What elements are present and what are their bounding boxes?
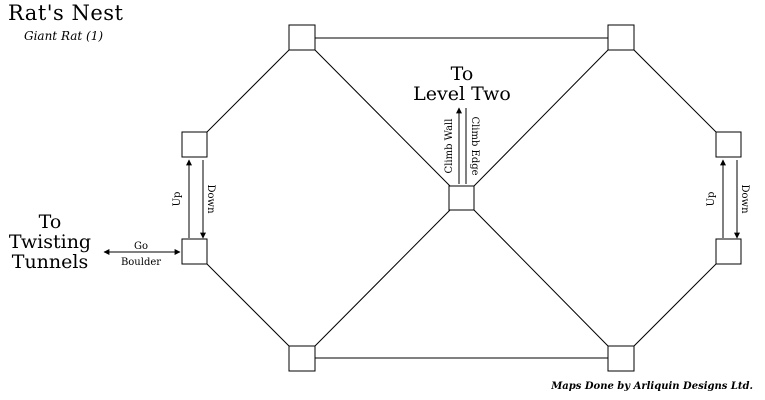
dest-up-line1: To (450, 63, 474, 85)
credit-text: Maps Done by Arliquin Designs Ltd. (551, 381, 753, 392)
label-go: Go (134, 241, 148, 252)
room-right-upper[interactable] (715, 131, 742, 158)
map-title: Rat's Nest (8, 1, 124, 25)
room-left-upper[interactable] (181, 131, 208, 158)
label-up-right: Up (706, 192, 717, 207)
label-climb-edge: Climb Edge (469, 116, 480, 175)
room-bottom-right[interactable] (607, 345, 635, 372)
dest-twisting-tunnels[interactable]: To Twisting Tunnels (0, 212, 100, 272)
map-subtitle: Giant Rat (1) (24, 29, 104, 43)
path-leftupper-top (206, 49, 290, 133)
path-center-bottomright (473, 209, 609, 347)
path-leftlower-bottom (206, 263, 290, 347)
room-left-lower[interactable] (181, 238, 208, 265)
path-top-center (314, 49, 451, 187)
label-up-left: Up (172, 192, 183, 207)
path-topright-right (633, 49, 717, 133)
path-bottomright-right (633, 263, 717, 347)
label-down-right: Down (739, 184, 750, 214)
dest-up-line2: Level Two (413, 83, 511, 105)
room-center[interactable] (448, 185, 475, 211)
room-right-lower[interactable] (715, 238, 742, 265)
room-bottom-left[interactable] (288, 345, 316, 372)
dest-west-line2: Twisting (8, 231, 92, 253)
dest-level-two[interactable]: To Level Two (402, 64, 522, 104)
label-climb-wall: Climb Wall (444, 119, 455, 174)
room-top-right[interactable] (607, 24, 635, 51)
room-top-left[interactable] (288, 24, 316, 51)
path-center-topright (473, 49, 609, 187)
dest-west-line1: To (38, 211, 62, 233)
label-boulder: Boulder (121, 257, 161, 268)
label-down-left: Down (205, 184, 216, 214)
dest-west-line3: Tunnels (11, 251, 89, 273)
path-bottom-center (314, 209, 451, 347)
